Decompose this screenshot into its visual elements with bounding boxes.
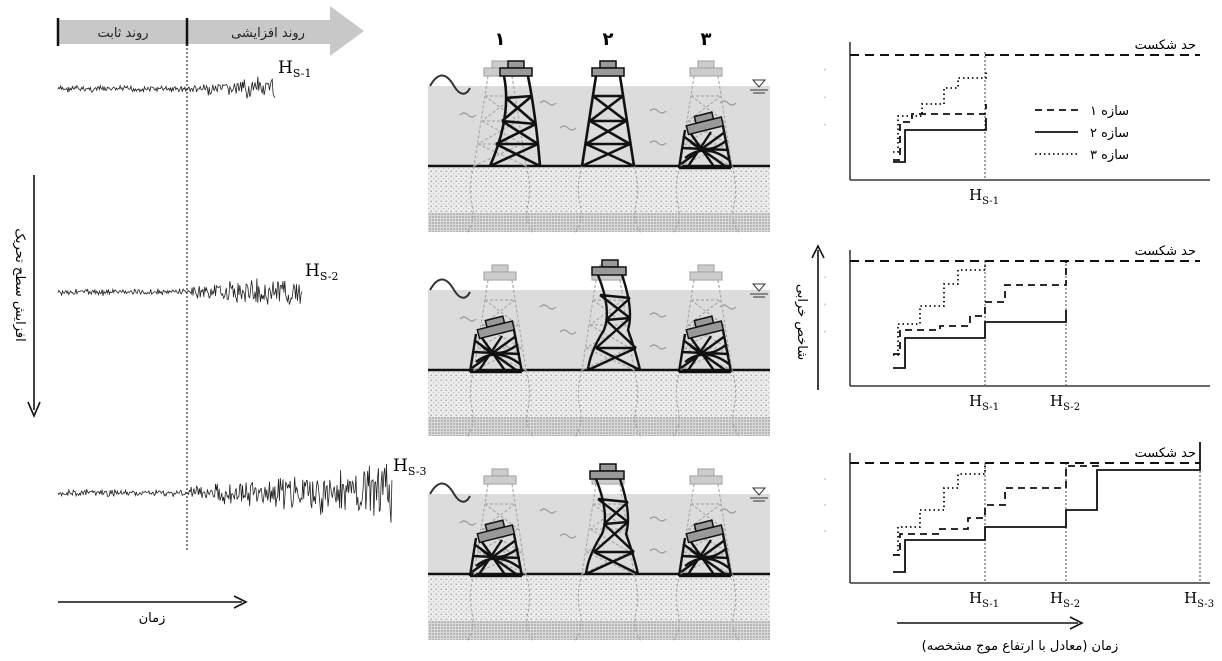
wave-record-3 — [57, 463, 393, 523]
structure-3-curve — [893, 262, 986, 356]
damage-chart-1: حد شکست HS-1 — [824, 38, 1210, 207]
tick-label-1: HS-1 — [969, 589, 999, 610]
signal-labels: HS-1 HS-2 HS-3 — [278, 58, 426, 478]
legend: سازه ۱ سازه ۲ سازه ۳ — [1035, 104, 1129, 163]
tick-label-2: HS-2 — [1050, 589, 1080, 610]
wave-records — [57, 76, 393, 523]
damage-chart-2: حد شکست HS-1 HS-2 — [824, 244, 1210, 413]
structure-1-curve — [893, 464, 1101, 556]
damage-axis-label: شاخص خرابی — [794, 284, 809, 360]
scene-1 — [428, 59, 770, 235]
record-label-3: HS-3 — [393, 456, 426, 478]
structure-3-curve — [893, 465, 986, 556]
structure-number-3: ۳ — [701, 29, 712, 50]
break-limit-label: حد شکست — [1135, 244, 1196, 259]
structure-2-curve — [893, 118, 987, 163]
tick-label-2: HS-2 — [1050, 392, 1080, 413]
tick-label-1: HS-1 — [969, 186, 999, 207]
damage-axis: شاخص خرابی — [794, 244, 825, 390]
break-limit-label: حد شکست — [1135, 38, 1196, 53]
excitation-axis: افزایش سطح تحریک — [12, 175, 41, 419]
break-limit-label: حد شکست — [1135, 446, 1196, 461]
time-axis-left: زمان — [58, 595, 248, 626]
legend-label-2: سازه ۲ — [1090, 126, 1129, 141]
time-axis-right-label: زمان (معادل با ارتفاع موج مشخصه) — [922, 639, 1119, 654]
increasing-phase-arrow — [188, 6, 364, 56]
structure-1-curve — [893, 104, 987, 161]
tick-label-3: HS-3 — [1184, 589, 1214, 610]
damage-chart-3: حد شکست HS-1 HS-2 HS-3 — [824, 442, 1214, 610]
structure-1-curve — [893, 260, 1067, 355]
scene-2 — [428, 258, 770, 439]
excitation-axis-label: افزایش سطح تحریک — [12, 228, 27, 341]
time-axis-right: زمان (معادل با ارتفاع موج مشخصه) — [897, 616, 1119, 654]
record-label-1: HS-1 — [278, 58, 311, 80]
wave-record-1 — [57, 76, 276, 99]
constant-phase-label: روند ثابت — [97, 26, 148, 41]
constant-phase-box — [58, 20, 188, 44]
record-label-2: HS-2 — [305, 261, 338, 283]
structure-3-curve — [893, 72, 987, 153]
time-label: زمان — [139, 611, 166, 626]
wave-record-2 — [57, 278, 303, 305]
structure-2-curve — [893, 442, 1201, 573]
phase-bar: روند ثابت روند افزایشی — [56, 6, 364, 56]
scene-3 — [428, 462, 770, 643]
structure-number-2: ۲ — [603, 29, 614, 50]
structure-numbers: ۱ ۲ ۳ — [495, 29, 712, 50]
structure-number-1: ۱ — [495, 29, 506, 50]
tick-label-1: HS-1 — [969, 392, 999, 413]
water-level-icon — [750, 79, 768, 94]
increasing-phase-label: روند افزایشی — [231, 26, 305, 41]
legend-label-3: سازه ۳ — [1090, 148, 1129, 163]
legend-label-1: سازه ۱ — [1090, 104, 1129, 119]
structure-2-curve — [893, 310, 1067, 369]
